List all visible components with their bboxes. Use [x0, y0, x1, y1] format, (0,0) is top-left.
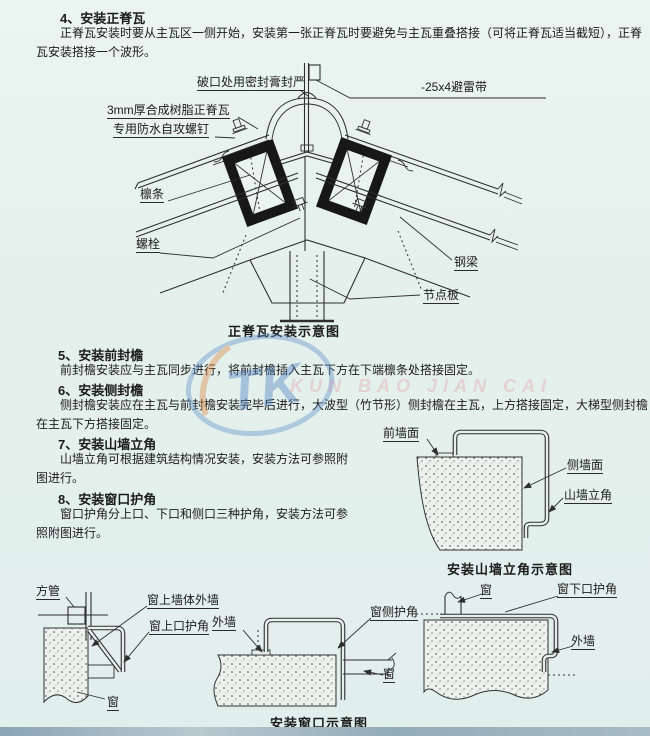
wall-block-left [43, 627, 89, 704]
ridge-tile-dome [265, 91, 349, 140]
ridge-label-lightning: -25x4避雷带 [421, 80, 488, 94]
steel-beam-right [315, 172, 519, 251]
mid-window-leaders [242, 617, 384, 676]
ridge-label-seal: 破口处用密封膏封严 [197, 75, 306, 91]
gable-leader-lines [426, 438, 567, 513]
scan-edge-strip [0, 727, 650, 736]
lightning-rod [303, 63, 321, 153]
ridge-label-steel-beam: 钢梁 [454, 255, 479, 271]
bottom-guard-profile [440, 613, 559, 672]
ridge-label-purlin: 檩条 [140, 187, 165, 203]
purlin-left [221, 138, 299, 228]
window-label-side-guard: 窗侧护角 [370, 605, 419, 621]
window-label-outer-wall-mid: 外墙 [212, 615, 237, 631]
left-window-leaders [76, 605, 150, 700]
section-5-body: 前封檐安装应与主瓦同步进行，将前封檐插入主瓦下方在下端檩条处搭接固定。 [60, 363, 481, 377]
section-6-heading: 6、安装侧封檐 [58, 383, 144, 398]
ridge-label-screw: 专用防水自攻螺钉 [113, 122, 210, 138]
side-guard-profile [263, 617, 346, 700]
window-side-guard-diagram [213, 617, 397, 707]
ridge-label-resin-tile: 3mm厚合成树脂正脊瓦 [107, 103, 230, 119]
square-tube-shape [38, 596, 108, 625]
apex-plates [274, 144, 340, 167]
bolt-right-icon [352, 197, 368, 213]
gable-wall-notch [435, 452, 454, 458]
window-label-window-left: 窗 [107, 695, 120, 711]
section-7-heading: 7、安装山墙立角 [58, 437, 157, 452]
ridge-label-bolt: 螺栓 [136, 237, 161, 253]
section-6-body: 侧封檐安装应在主瓦与前封檐安装完毕后进行，大波型（竹节形）侧封檐在主瓦，上方搭接… [36, 398, 649, 431]
ridge-diagram [134, 63, 546, 323]
section-7-body: 山墙立角可根据建筑结构情况安装，安装方法可参照附图进行。 [36, 452, 349, 485]
section-5-heading: 5、安装前封檐 [58, 348, 144, 363]
wall-block-mid [213, 654, 337, 707]
steel-beam-left [135, 172, 299, 238]
gable-label-side-wall: 侧墙面 [567, 458, 604, 474]
gable-wall-block [416, 456, 523, 551]
section-8-body: 窗口护角分上口、下口和侧口三种护角，安装方法可参照附图进行。 [36, 507, 349, 540]
window-label-window-mid: 窗 [383, 667, 396, 683]
window-top-guard-diagram [38, 592, 150, 704]
window-bottom-guard-diagram [416, 591, 578, 700]
gable-label-corner: 山墙立角 [564, 488, 613, 504]
gable-label-front-wall: 前墙面 [383, 426, 420, 442]
ridge-leader-lines [159, 79, 546, 300]
screw-left-icon [232, 118, 248, 135]
window-label-square-tube: 方管 [36, 584, 61, 600]
ridge-column [280, 156, 334, 323]
gable-caption: 安装山墙立角示意图 [447, 562, 574, 577]
screw-right-icon [355, 119, 371, 136]
section-4-heading: 4、安装正脊瓦 [60, 11, 146, 26]
window-label-top-guard: 窗上口护角 [149, 619, 210, 635]
window-label-outer-wall-right: 外墙 [571, 634, 596, 650]
right-window-leaders [457, 593, 574, 654]
ridge-caption: 正脊瓦安装示意图 [228, 324, 341, 339]
window-frame-left [87, 664, 115, 679]
gable-diagram [416, 429, 567, 551]
ridge-label-gusset: 节点板 [423, 288, 460, 304]
window-label-bottom-guard: 窗下口护角 [557, 582, 618, 598]
purlin-right [315, 136, 393, 226]
gable-corner-profile [452, 429, 550, 538]
window-label-window-right: 窗 [480, 583, 493, 599]
section-4-body: 正脊瓦安装时要从主瓦区一侧开始，安装第一张正脊瓦时要避免与主瓦重叠搭接（可将正脊… [36, 26, 643, 59]
section-8-heading: 8、安装窗口护角 [58, 492, 157, 507]
window-label-wall-above: 窗上墙体外墙 [147, 593, 220, 609]
wall-block-right [423, 619, 549, 700]
sealant-blob [297, 91, 317, 99]
